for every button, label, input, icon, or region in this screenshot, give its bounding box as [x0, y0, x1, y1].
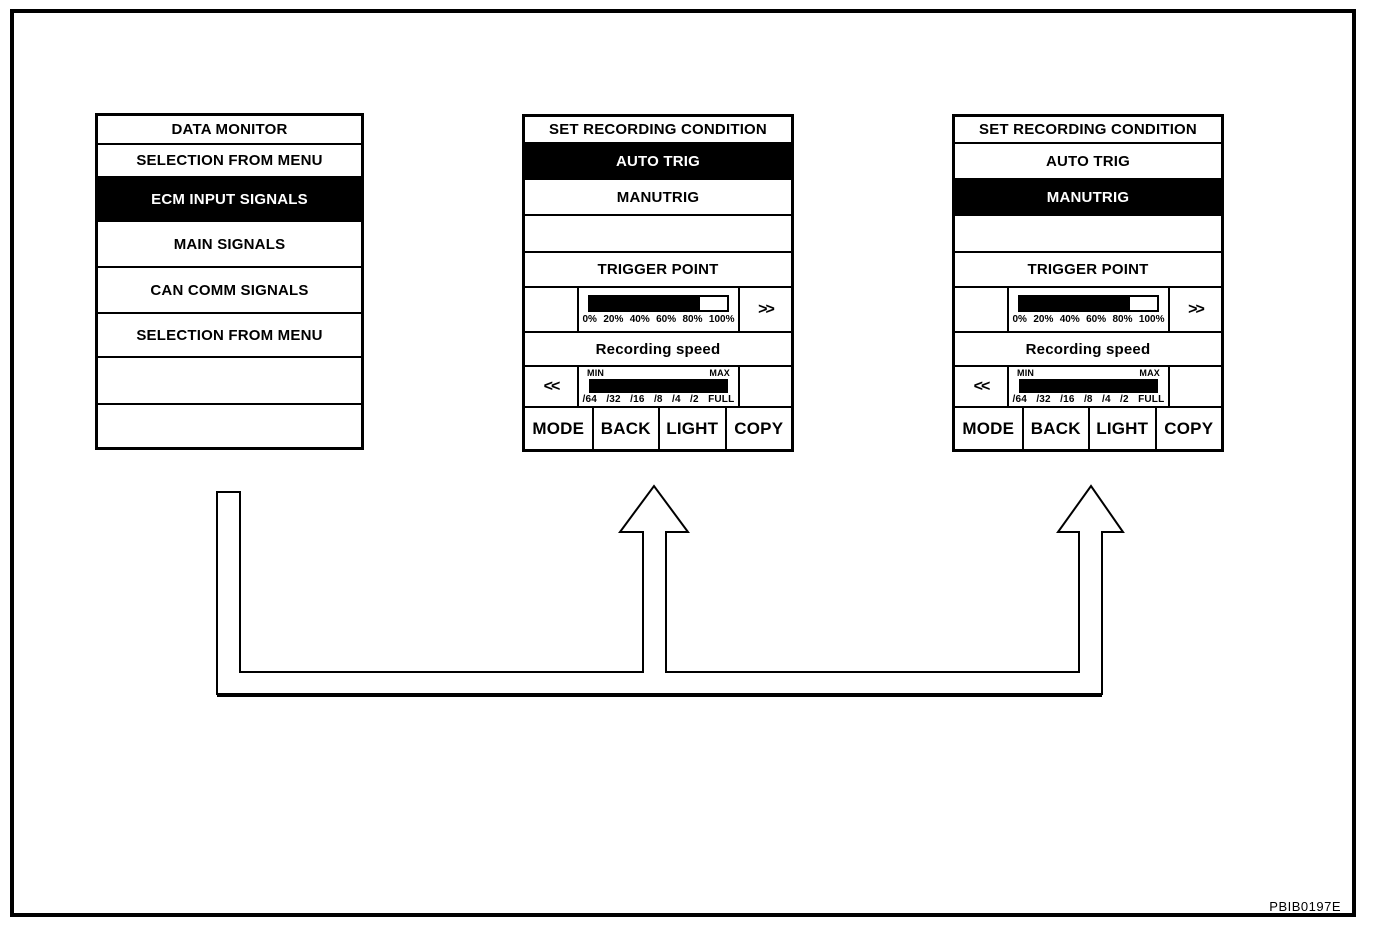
trigger-forward-button[interactable]: >>	[1188, 300, 1205, 318]
data-monitor-screen: DATA MONITOR SELECTION FROM MENU ECM INP…	[95, 113, 364, 450]
copy-button[interactable]: COPY	[724, 408, 792, 449]
scale-tick: 40%	[1059, 313, 1080, 325]
option-auto-trig[interactable]: AUTO TRIG	[955, 144, 1221, 180]
trigger-spacer-cell	[525, 288, 577, 331]
trigger-point-gauge: 0% 20% 40% 60% 80% 100%	[577, 288, 740, 331]
scale-tick: /64	[582, 394, 598, 405]
flow-arrow	[216, 484, 1125, 697]
scale-tick: /2	[1120, 394, 1129, 405]
light-button[interactable]: LIGHT	[1088, 408, 1155, 449]
trigger-point-bar-fill	[1020, 296, 1130, 310]
scale-tick: /16	[630, 394, 645, 405]
trigger-point-label: TRIGGER POINT	[525, 253, 791, 288]
trigger-point-bar-fill	[590, 296, 700, 310]
data-monitor-title: DATA MONITOR	[98, 116, 361, 145]
speed-back-button[interactable]: <<	[543, 377, 561, 395]
scale-tick: 60%	[1086, 313, 1107, 325]
scale-tick: /4	[1101, 394, 1111, 405]
scale-tick: 100%	[1138, 313, 1165, 325]
figure-code: PBIB0197E	[1269, 899, 1341, 914]
scale-tick: /16	[1060, 394, 1075, 405]
mode-button[interactable]: MODE	[962, 418, 1015, 438]
scale-tick: 60%	[656, 313, 677, 325]
scale-tick: /8	[1083, 394, 1093, 405]
menu-item-can-comm-signals[interactable]: CAN COMM SIGNALS	[98, 268, 361, 314]
recording-speed-gauge: MIN MAX /64 /32 /16 /8 /4 /2 FULL	[1007, 367, 1170, 406]
min-label: MIN	[587, 368, 605, 378]
recording-speed-bar-fill	[589, 379, 728, 393]
max-label: MAX	[1139, 368, 1160, 378]
screen-title: SET RECORDING CONDITION	[955, 117, 1221, 144]
recording-speed-label: Recording speed	[525, 333, 791, 367]
recording-speed-gauge: MIN MAX /64 /32 /16 /8 /4 /2 FULL	[577, 367, 740, 406]
blank-row	[955, 216, 1221, 253]
speed-minmax-labels: MIN MAX	[587, 368, 730, 378]
trigger-forward-button[interactable]: >>	[758, 300, 775, 318]
scale-tick: FULL	[708, 394, 735, 405]
scale-tick: /32	[606, 394, 621, 405]
scale-tick: 20%	[1033, 313, 1054, 325]
speed-spacer-cell	[740, 367, 791, 406]
blank-row	[525, 216, 791, 253]
screen-title: SET RECORDING CONDITION	[525, 117, 791, 144]
scale-tick: 40%	[629, 313, 650, 325]
menu-item-ecm-input-signals[interactable]: ECM INPUT SIGNALS	[98, 178, 361, 222]
option-auto-trig[interactable]: AUTO TRIG	[525, 144, 791, 180]
recording-speed-label: Recording speed	[955, 333, 1221, 367]
trigger-point-scale: 0% 20% 40% 60% 80% 100%	[1013, 314, 1165, 325]
menu-item-main-signals[interactable]: MAIN SIGNALS	[98, 222, 361, 268]
menu-item-selection-from-menu-2[interactable]: SELECTION FROM MENU	[98, 314, 361, 358]
scale-tick: /2	[690, 394, 699, 405]
recording-condition-screen-auto: SET RECORDING CONDITION AUTO TRIG MANUTR…	[522, 114, 794, 452]
trigger-point-label: TRIGGER POINT	[955, 253, 1221, 288]
menu-item-empty-2	[98, 405, 361, 447]
trigger-point-gauge: 0% 20% 40% 60% 80% 100%	[1007, 288, 1170, 331]
scale-tick: /4	[671, 394, 681, 405]
back-button[interactable]: BACK	[591, 408, 659, 449]
trigger-point-bar	[588, 294, 729, 312]
max-label: MAX	[709, 368, 730, 378]
scale-tick: /32	[1036, 394, 1051, 405]
menu-item-empty-1	[98, 358, 361, 405]
option-manutrig[interactable]: MANUTRIG	[955, 180, 1221, 216]
trigger-point-scale: 0% 20% 40% 60% 80% 100%	[583, 314, 735, 325]
recording-condition-screen-manu: SET RECORDING CONDITION AUTO TRIG MANUTR…	[952, 114, 1224, 452]
recording-speed-bar	[1019, 379, 1158, 393]
scale-tick: 0%	[1012, 313, 1027, 325]
min-label: MIN	[1017, 368, 1035, 378]
scale-tick: 80%	[1112, 313, 1133, 325]
speed-spacer-cell	[1170, 367, 1221, 406]
recording-speed-scale: /64 /32 /16 /8 /4 /2 FULL	[583, 394, 735, 405]
recording-speed-bar	[589, 379, 728, 393]
speed-minmax-labels: MIN MAX	[1017, 368, 1160, 378]
copy-button[interactable]: COPY	[1154, 408, 1222, 449]
recording-speed-bar-fill	[1019, 379, 1158, 393]
speed-back-button[interactable]: <<	[973, 377, 991, 395]
scale-tick: 80%	[682, 313, 703, 325]
recording-speed-scale: /64 /32 /16 /8 /4 /2 FULL	[1013, 394, 1165, 405]
trigger-spacer-cell	[955, 288, 1007, 331]
mode-button[interactable]: MODE	[532, 418, 585, 438]
light-button[interactable]: LIGHT	[658, 408, 725, 449]
scale-tick: /8	[653, 394, 663, 405]
option-manutrig[interactable]: MANUTRIG	[525, 180, 791, 216]
back-button[interactable]: BACK	[1021, 408, 1089, 449]
scale-tick: 100%	[708, 313, 735, 325]
scale-tick: 0%	[582, 313, 597, 325]
scale-tick: 20%	[603, 313, 624, 325]
trigger-point-bar	[1018, 294, 1159, 312]
menu-item-selection-from-menu-1[interactable]: SELECTION FROM MENU	[98, 145, 361, 178]
scale-tick: FULL	[1138, 394, 1165, 405]
figure-border	[10, 9, 1356, 917]
scale-tick: /64	[1012, 394, 1028, 405]
